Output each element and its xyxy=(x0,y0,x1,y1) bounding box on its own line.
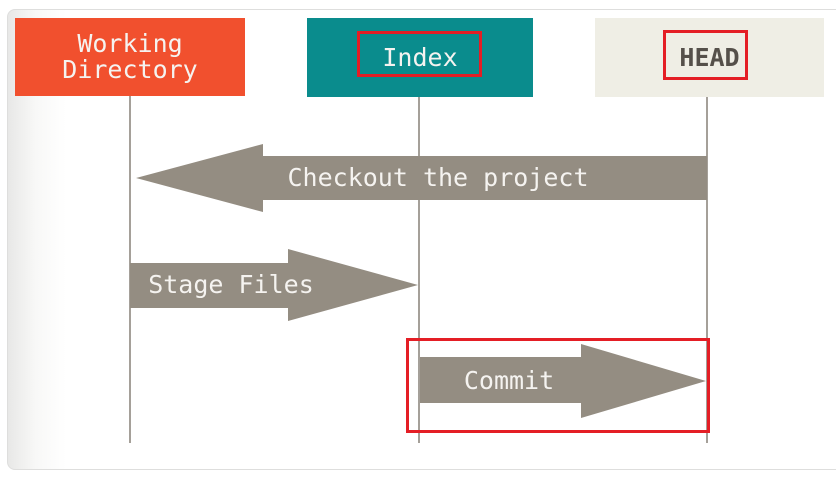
node-index-label: Index xyxy=(382,42,458,72)
node-working-directory: Working Directory xyxy=(15,18,245,96)
highlight-box-index xyxy=(357,31,482,77)
node-head-label: HEAD xyxy=(679,42,740,72)
arrow-commit-label: Commit xyxy=(464,366,554,395)
arrow-stage-files-label: Stage Files xyxy=(148,270,314,299)
node-index: Index xyxy=(307,18,533,97)
arrow-commit: Commit xyxy=(420,344,706,418)
arrow-commit-shape xyxy=(420,344,706,418)
arrow-checkout-label: Checkout the project xyxy=(287,163,588,192)
arrow-checkout: Checkout the project xyxy=(136,144,707,212)
node-working-directory-label: Working Directory xyxy=(62,29,198,84)
highlight-box-commit-arrow xyxy=(406,338,710,433)
highlight-box-head xyxy=(663,30,748,80)
arrow-stage-files-shape xyxy=(130,249,418,321)
arrow-stage-files: Stage Files xyxy=(130,249,418,321)
arrow-checkout-shape xyxy=(136,144,707,212)
